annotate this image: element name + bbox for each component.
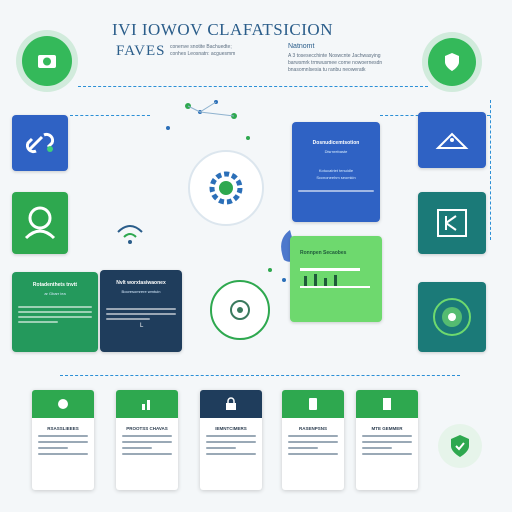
- navy-panel-footer: L: [140, 323, 144, 329]
- bottom-card-title: PROOTSS CHAVAS: [126, 426, 168, 431]
- mountain-tile[interactable]: [418, 112, 486, 168]
- text-line: [288, 441, 338, 443]
- bottom-card-head: [356, 390, 418, 418]
- text-line: [298, 190, 374, 192]
- page-title: IVI IOWOV CLAFATSICION: [112, 20, 333, 39]
- blue-panel-title: Dosnudicemtsotion: [312, 140, 360, 146]
- text-line: [362, 453, 412, 455]
- shield-badge: [428, 38, 476, 86]
- green-left-title: Rotadenthets tnvtt: [32, 282, 78, 288]
- text-line: [206, 453, 256, 455]
- text-line: [122, 441, 172, 443]
- header-right-line: barwsmrk trmwusmee corne nowoernesdn: [288, 60, 383, 66]
- green-right-title: Ronnpen Secaobes: [300, 250, 347, 256]
- navy-panel-title: Nvlt worxtasiwaonex: [116, 280, 166, 286]
- text-line: [38, 441, 88, 443]
- connector-line: [490, 100, 491, 240]
- navy-center-panel[interactable]: Nvlt worxtasiwaonex Bocresomrere wmtuin …: [100, 270, 182, 352]
- link-icon: [25, 132, 55, 154]
- blue-panel-line: Kotucatriet tenuidle: [318, 168, 354, 173]
- header-right-line: bnasomnlsesia tu ranbu neoweratk: [288, 67, 366, 73]
- text-line: [18, 306, 92, 308]
- code-icon: [437, 209, 467, 237]
- user-tile[interactable]: [12, 192, 68, 254]
- text-line: [38, 447, 68, 449]
- header-right-line: A 3 tosesecchinte Noswcnte Jachwasying: [288, 53, 381, 59]
- bar-graphic: [300, 268, 370, 288]
- page-subtitle: FAVES: [116, 43, 166, 59]
- shield-badge: [438, 424, 482, 468]
- text-line: [362, 435, 412, 437]
- network-scatter: [138, 98, 268, 168]
- text-line: [106, 308, 176, 310]
- target-tile[interactable]: [418, 282, 486, 352]
- header-right-text: A 3 tosesecchinte Noswcnte Jachwasying b…: [288, 53, 382, 74]
- bulb-icon: [58, 399, 68, 409]
- wifi-icon: [110, 212, 150, 252]
- text-line: [206, 441, 256, 443]
- refresh-icon: [230, 300, 250, 320]
- blue-panel-sub: Disrnrebaste: [324, 149, 348, 154]
- text-line: [106, 318, 150, 320]
- header-right-title: Natnomt: [288, 43, 315, 50]
- bottom-card-head: [32, 390, 94, 418]
- bottom-card-title: IEMNTCIMERS: [215, 426, 247, 431]
- target-icon: [433, 298, 471, 336]
- bottom-card-head: [200, 390, 262, 418]
- text-line: [18, 311, 92, 313]
- text-line: [38, 453, 88, 455]
- text-line: [106, 313, 176, 315]
- bottom-card-title: RASENPSNS: [298, 426, 327, 431]
- text-line: [38, 435, 88, 437]
- text-line: [122, 447, 152, 449]
- text-line: [206, 447, 236, 449]
- blue-panel-line: Sccnoneehm seomkin: [316, 175, 356, 180]
- text-line: [206, 435, 256, 437]
- chart-icon: [142, 400, 150, 410]
- mountain-icon: [435, 132, 469, 149]
- code-tile[interactable]: [418, 192, 486, 254]
- bottom-card[interactable]: IEMNTCIMERS: [200, 390, 262, 490]
- navy-panel-sub: Bocresomrere wmtuin: [121, 289, 161, 294]
- connector-line: [78, 86, 428, 87]
- green-left-sub: ar Gbarr iea: [44, 291, 66, 296]
- phone-icon: [309, 398, 317, 410]
- connector-line: [70, 115, 150, 116]
- text-line: [362, 447, 392, 449]
- text-line: [362, 441, 412, 443]
- user-icon: [24, 206, 56, 240]
- text-line: [122, 453, 172, 455]
- document-icon: [383, 398, 391, 410]
- green-right-panel[interactable]: Ronnpen Secaobes: [290, 236, 382, 322]
- bottom-card[interactable]: RSASSLIEEES: [32, 390, 94, 490]
- header-description-line: conhes Leosnatn: acguesmm: [170, 51, 236, 57]
- text-line: [288, 435, 338, 437]
- header-description: conenve snotite Bachuedte; conhes Leosna…: [170, 44, 235, 58]
- bottom-card[interactable]: RASENPSNS: [282, 390, 344, 490]
- bottom-card[interactable]: MTE GEMMER: [356, 390, 418, 490]
- shield-check-icon: [451, 435, 469, 457]
- bottom-card-title: MTE GEMMER: [371, 426, 403, 431]
- text-line: [288, 447, 318, 449]
- camera-badge: [22, 36, 72, 86]
- bottom-card-head: [282, 390, 344, 418]
- text-line: [18, 316, 92, 318]
- header-description-line: conenve snotite Bachuedte;: [170, 44, 232, 50]
- text-line: [122, 435, 172, 437]
- lock-icon: [226, 397, 236, 410]
- shield-icon: [445, 53, 459, 71]
- text-line: [18, 321, 58, 323]
- bottom-card-title: RSASSLIEEES: [47, 426, 79, 431]
- gear-icon: [209, 171, 243, 205]
- camera-icon: [38, 55, 56, 68]
- blue-right-panel[interactable]: Dosnudicemtsotion Disrnrebaste Kotucatri…: [292, 122, 380, 222]
- refresh-badge: [210, 280, 270, 340]
- link-tile[interactable]: [12, 115, 68, 171]
- bottom-card-head: [116, 390, 178, 418]
- text-line: [288, 453, 338, 455]
- green-left-panel[interactable]: Rotadenthets tnvtt ar Gbarr iea: [12, 272, 98, 352]
- connector-line: [60, 375, 460, 376]
- gear-badge: [188, 150, 264, 226]
- bottom-card[interactable]: PROOTSS CHAVAS: [116, 390, 178, 490]
